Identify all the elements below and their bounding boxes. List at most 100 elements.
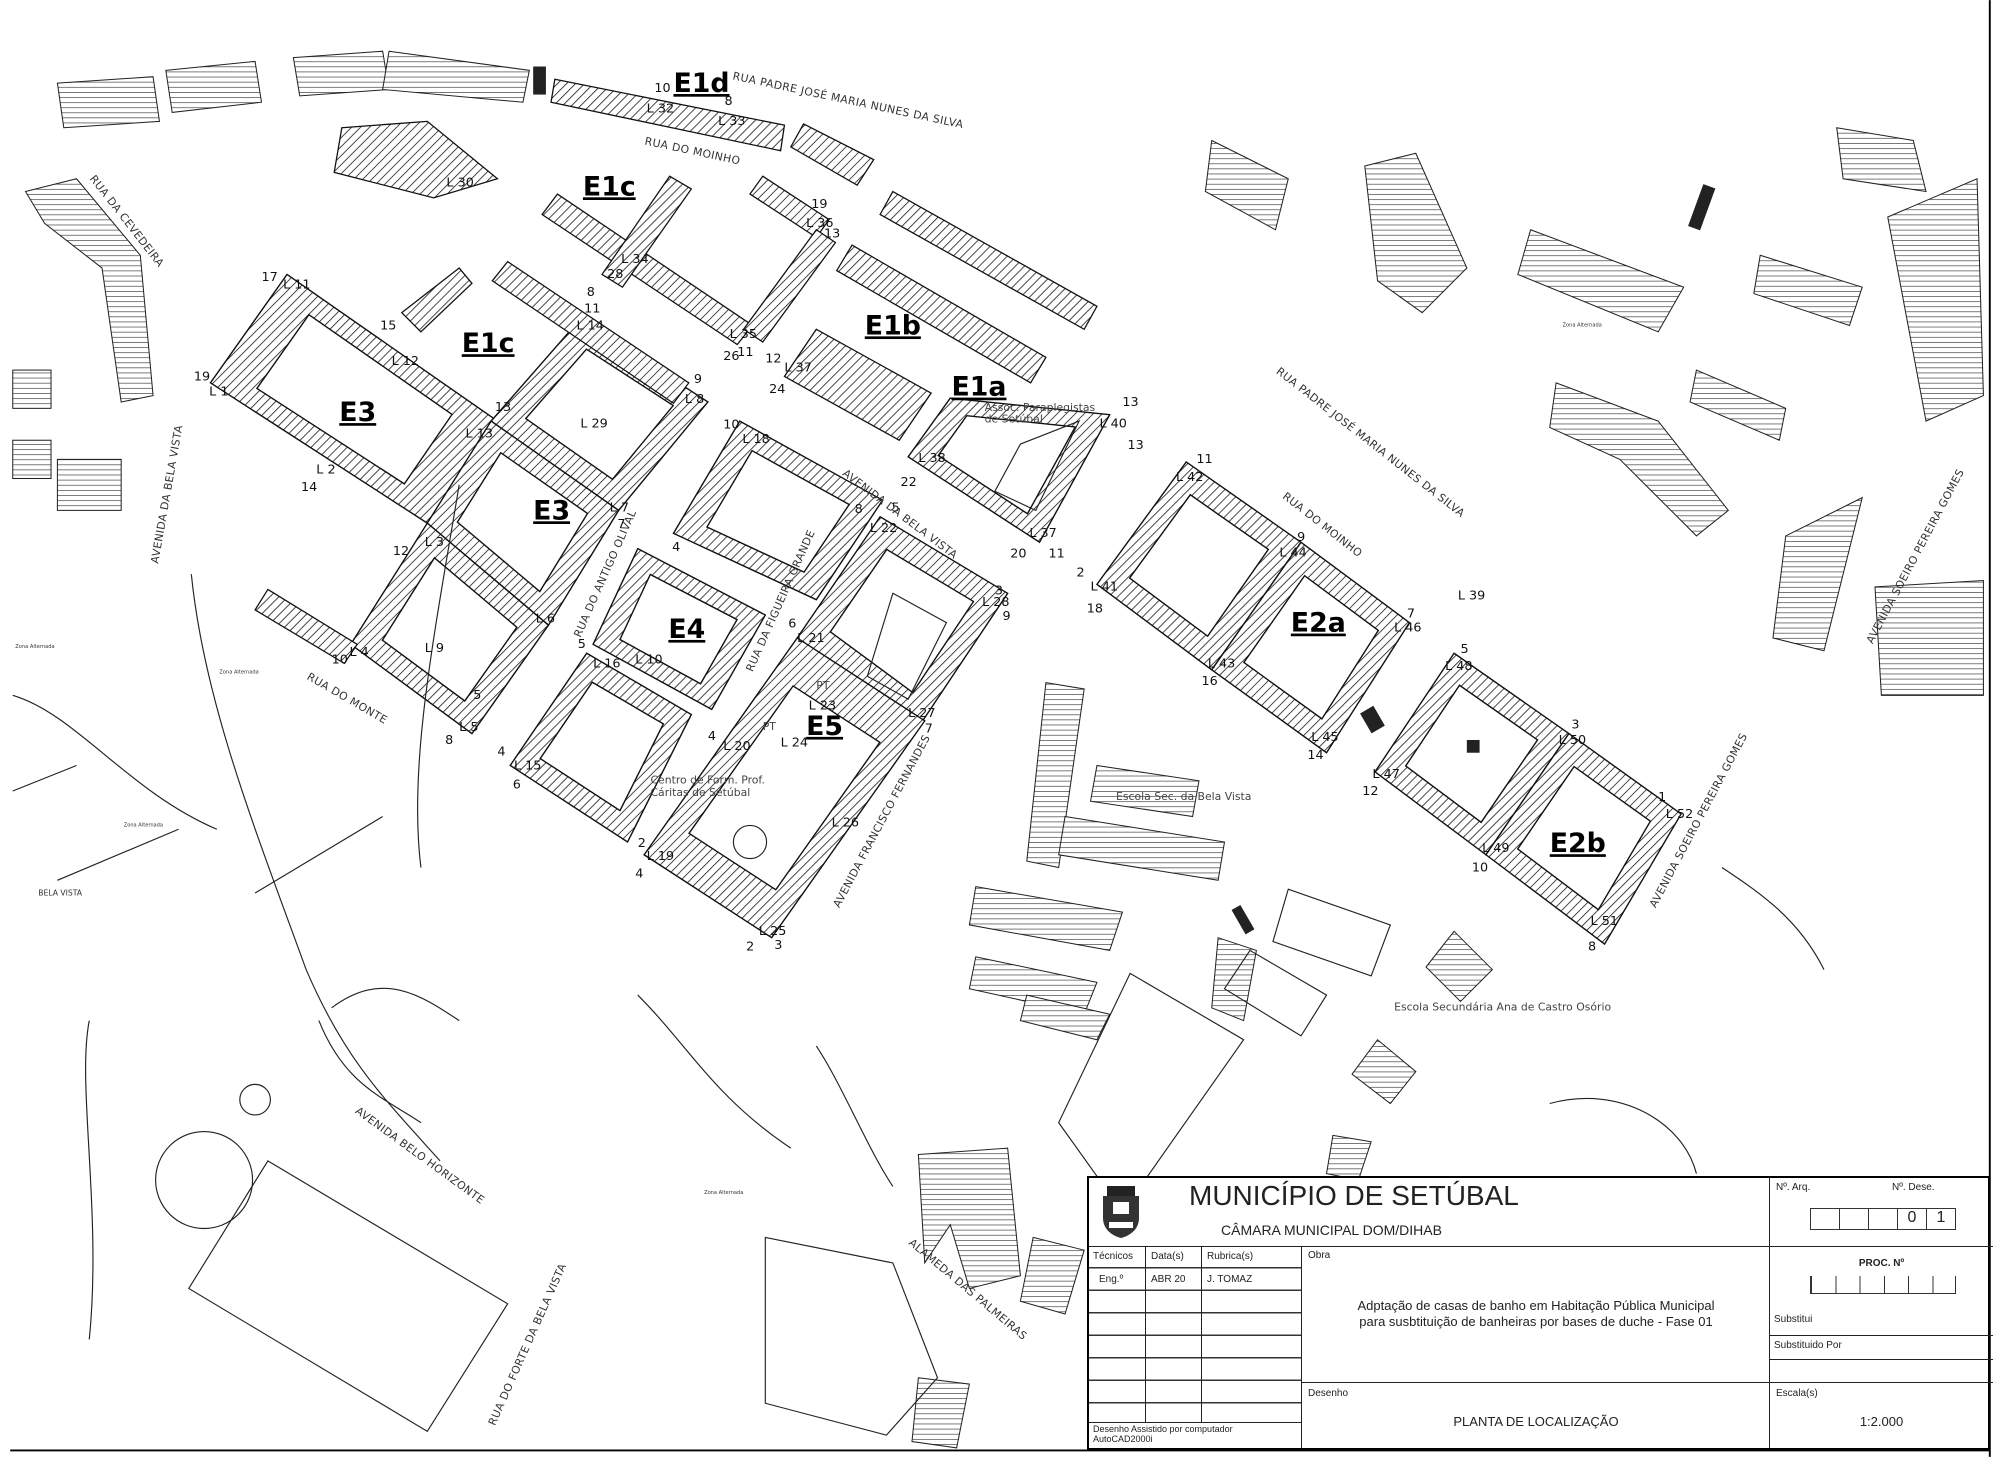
place-label: Assoc. Paraplegistas (985, 401, 1096, 414)
door-number: 11 (1048, 547, 1064, 562)
door-number: 10 (1472, 860, 1488, 875)
lot-label: L 11 (283, 277, 310, 292)
door-number: 2 (638, 836, 646, 851)
lot-label: L 33 (718, 114, 745, 129)
lot-label: L 2 (316, 462, 335, 477)
block-e1c-bar (491, 260, 690, 405)
door-number: 10 (654, 81, 670, 96)
door-number: 13 (1122, 395, 1138, 410)
lot-label: L 46 (1394, 621, 1421, 636)
place-label: Centro de Form. Prof. (651, 773, 765, 786)
lot-label: L 44 (1279, 545, 1306, 560)
building (789, 123, 875, 186)
door-number: 3 (995, 584, 1003, 599)
lot-label: L 38 (918, 451, 945, 466)
obra-label: Obra (1308, 1250, 1331, 1261)
lot-label: L 14 (577, 318, 604, 333)
technicians-table: Técnicos Data(s) Rubrica(s) Eng.º ABR 20… (1089, 1246, 1301, 1448)
lot-label: L 5 (459, 720, 478, 735)
door-number: 6 (513, 777, 521, 792)
door-number: 11 (584, 302, 600, 317)
digit (1869, 1209, 1898, 1229)
scale-value: 1:2.000 (1859, 1414, 1904, 1429)
title-block: MUNICÍPIO DE SETÚBAL CÂMARA MUNICIPAL DO… (1087, 1176, 1993, 1450)
digit: 0 (1898, 1209, 1927, 1229)
municipality-name: MUNICÍPIO DE SETÚBAL (1189, 1180, 1519, 1211)
door-number: 10 (332, 652, 348, 667)
building (879, 190, 1098, 331)
sector-label: E3 (339, 397, 376, 428)
block-e4 (592, 547, 767, 711)
lot-label: L 24 (781, 735, 808, 750)
door-number: 6 (788, 617, 796, 632)
sector-label: E2b (1550, 828, 1606, 859)
block-e1a (907, 397, 1111, 544)
lot-label: L 25 (759, 924, 786, 939)
place-labels: Assoc. Paraplegistas de Setúbal Centro d… (15, 323, 1611, 1196)
escala-label: Escala(s) (1776, 1388, 1818, 1399)
lot-labels: L 11L 12L 14L 8L 1L 13L 29L 2L 7L 3L 6L … (209, 101, 1693, 939)
door-number: 12 (393, 544, 409, 559)
door-number: 17 (261, 270, 277, 285)
door-number: 7 (1407, 607, 1415, 622)
place-label: Zona Alternada (704, 1190, 743, 1196)
place-label: PT (816, 679, 830, 692)
door-number: 7 (617, 517, 625, 532)
lot-label: L 52 (1666, 807, 1693, 822)
block-l9 (349, 522, 550, 735)
obra-description-line1: Adptação de casas de banho em Habitação … (1357, 1298, 1715, 1313)
substituido-label: Substituido Por (1774, 1340, 1842, 1351)
door-number: 12 (1362, 784, 1378, 799)
lot-label: L 36 (806, 216, 833, 231)
block-e1c-bar (541, 193, 754, 346)
sector-label: E1d (673, 68, 729, 99)
sector-label: E1b (865, 310, 921, 341)
block-e1d (550, 78, 786, 152)
lot-label: L 50 (1559, 733, 1586, 748)
door-number: 20 (1010, 547, 1026, 562)
lot-label: L 21 (797, 631, 824, 646)
door-number: 4 (497, 744, 505, 759)
cell-data: ABR 20 (1151, 1274, 1186, 1285)
sector-label: E2a (1291, 608, 1346, 639)
door-number: 1 (1658, 790, 1666, 805)
door-number: 13 (1128, 438, 1144, 453)
door-number: 15 (380, 318, 396, 333)
door-number: 12 (765, 351, 781, 366)
lot-label: L 20 (723, 739, 750, 754)
lot-label: L 13 (466, 427, 493, 442)
door-number: 8 (724, 94, 732, 109)
cell-tecnico: Eng.º (1099, 1274, 1124, 1285)
block-l15 (509, 652, 693, 844)
door-numbers: 1715191412108546131197282624121913111082… (194, 81, 1666, 954)
lot-label: L 32 (647, 101, 674, 116)
drawing-info-column: Nº. Arq. Nº. Dese. 0 1 PROC. Nº Substitu… (1769, 1178, 1993, 1448)
lot-label: L 4 (349, 645, 368, 660)
door-number: 9 (1297, 530, 1305, 545)
lot-label: L 49 (1482, 841, 1509, 856)
lot-label: L 43 (1208, 656, 1235, 671)
door-number: 22 (901, 475, 917, 490)
lot-label: L 3 (425, 535, 444, 550)
block-e2a-east (1210, 541, 1411, 754)
housing-blocks (209, 78, 1683, 946)
place-label: Zona Alternada (219, 670, 258, 676)
door-number: 8 (855, 502, 863, 517)
cad-note: Desenho Assistido por computador AutoCAD… (1093, 1424, 1233, 1444)
lot-label: L 6 (536, 612, 555, 627)
door-number: 5 (892, 501, 900, 516)
department-name: CÂMARA MUNICIPAL DOM/DIHAB (1221, 1222, 1442, 1238)
building (835, 244, 1047, 384)
door-number: 19 (194, 369, 210, 384)
lot-label: L 39 (1458, 589, 1485, 604)
door-number: 28 (607, 267, 623, 282)
door-number: 9 (694, 372, 702, 387)
block-e1c-bar (400, 267, 473, 333)
lot-label: L 48 (1445, 659, 1472, 674)
sector-label: E1a (952, 372, 1007, 403)
obra-description-line2: para susbtituição de banheiras por bases… (1359, 1314, 1713, 1329)
place-label: de Setúbal (985, 412, 1043, 425)
door-number: 11 (1196, 452, 1212, 467)
door-number: 3 (1571, 718, 1579, 733)
